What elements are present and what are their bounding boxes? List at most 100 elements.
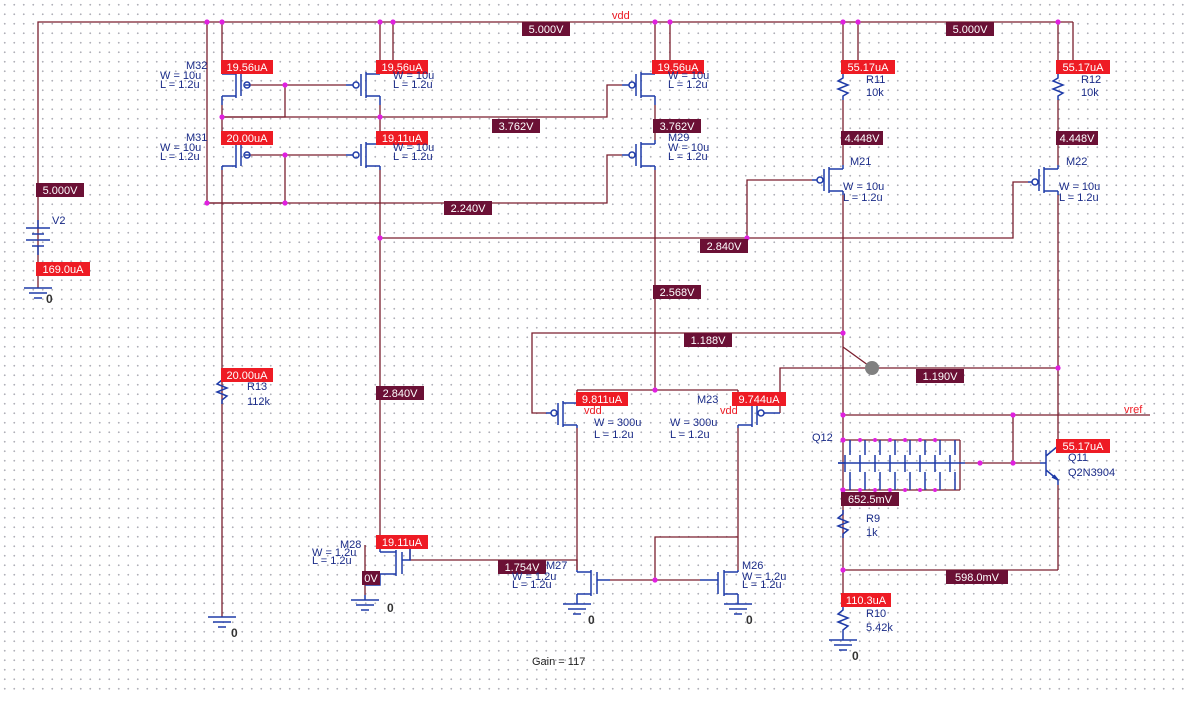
nmos-m27[interactable] [576, 570, 610, 604]
voltage-label: 2.840V [707, 241, 743, 253]
resistor-value: 10k [866, 87, 884, 99]
device-width: W = 10u [668, 70, 709, 82]
ground-label: 0 [588, 613, 595, 627]
pmos-m22[interactable] [1028, 165, 1059, 195]
pmos-top-2[interactable] [346, 60, 381, 105]
current-label: 20.00uA [227, 133, 269, 145]
device-length: L = 1.2u [393, 151, 433, 163]
device-name: M31 [186, 132, 207, 144]
resistor-r12[interactable] [1050, 74, 1066, 100]
current-label: 20.00uA [227, 370, 269, 382]
device-length: L = 1.2u [512, 579, 552, 591]
device-name: M21 [850, 156, 871, 168]
resistor-name: R13 [247, 381, 267, 393]
bjt-name: Q12 [812, 432, 833, 444]
ground-label: 0 [231, 626, 238, 640]
voltage-label: 2.568V [660, 287, 696, 299]
wires [37, 21, 1150, 617]
device-width: W = 300u [594, 417, 641, 429]
pmos-mid-2[interactable] [346, 140, 381, 170]
bjt-q11[interactable] [1040, 440, 1059, 485]
voltage-label: 5.000V [953, 24, 989, 36]
ground-labels: 0 0 0 0 0 0 [46, 292, 859, 663]
current-label: 19.11uA [382, 537, 423, 549]
net-label-vref: vref [1124, 404, 1143, 416]
net-label-vdd: vdd [720, 405, 738, 417]
node-dots [204, 19, 1061, 583]
resistor-value: 1k [866, 527, 878, 539]
device-length: L = 1.2u [594, 429, 634, 441]
bjt-array-q12[interactable] [838, 440, 965, 490]
device-name: M32 [186, 60, 207, 72]
device-width: W = 10u [1059, 181, 1100, 193]
device-name: M22 [1066, 156, 1087, 168]
current-label: 9.744uA [739, 394, 781, 406]
voltage-label: 2.240V [451, 203, 487, 215]
voltage-label: 1.754V [505, 562, 541, 574]
resistor-r11[interactable] [835, 74, 851, 100]
resistor-name: R12 [1081, 74, 1101, 86]
device-name: M28 [340, 539, 361, 551]
voltage-label: 5.000V [43, 185, 79, 197]
device-width: W = 10u [393, 142, 434, 154]
device-length: L = 1.2u [393, 79, 433, 91]
pmos-top-3[interactable] [622, 60, 656, 105]
device-length: L = 1.2u [742, 579, 782, 591]
ground-label: 0 [746, 613, 753, 627]
pmos-m29[interactable] [622, 140, 656, 170]
current-label: 9.811uA [582, 394, 623, 406]
voltage-labels: 5.000V 5.000V 5.000V 3.762V 3.762V 2.240… [36, 22, 1098, 585]
device-width: W = 1.2u [742, 571, 786, 583]
current-label: 19.11uA [382, 133, 423, 145]
current-label: 55.17uA [848, 62, 890, 74]
current-label: 55.17uA [1063, 441, 1105, 453]
ground-label: 0 [387, 601, 394, 615]
voltage-label: 1.190V [923, 371, 959, 383]
resistor-value: 5.42k [866, 622, 893, 634]
device-width: W = 1.2u [312, 547, 356, 559]
voltage-label: 5.000V [529, 24, 565, 36]
nmos-m26[interactable] [700, 570, 739, 604]
ground-label: 0 [46, 292, 53, 306]
voltage-label: 1.188V [691, 335, 727, 347]
current-label: 19.56uA [227, 62, 269, 74]
bjt-model: Q2N3904 [1068, 467, 1115, 479]
bjt-name: Q11 [1068, 452, 1088, 464]
resistor-value: 10k [1081, 87, 1099, 99]
voltage-label: 3.762V [660, 121, 696, 133]
pmos-m21[interactable] [812, 165, 844, 195]
device-width: W = 10u [668, 142, 709, 154]
device-width: W = 10u [843, 181, 884, 193]
device-length: L = 1.2u [668, 79, 708, 91]
current-label: 19.56uA [658, 62, 700, 74]
voltage-label: 3.762V [499, 121, 535, 133]
resistor-r10[interactable] [835, 605, 851, 640]
pmos-left-diffpair[interactable] [546, 400, 578, 428]
device-name: M27 [546, 560, 567, 572]
device-length: L = 1.2u [1059, 192, 1099, 204]
voltage-source-v2[interactable] [26, 220, 50, 255]
net-labels: vdd vref vdd vdd [584, 10, 1143, 417]
voltage-label: 652.5mV [848, 494, 893, 506]
current-label: 110.3uA [846, 595, 887, 607]
source-name: V2 [52, 215, 65, 227]
ground-icons [24, 287, 857, 651]
resistor-value: 112k [247, 396, 271, 408]
device-width: W = 10u [160, 142, 201, 154]
device-length: L = 1.2u [843, 192, 883, 204]
current-label: 55.17uA [1063, 62, 1105, 74]
device-length: L = 1.2u [160, 151, 200, 163]
device-name: M23 [697, 394, 718, 406]
resistor-name: R11 [866, 74, 885, 86]
current-label: 19.56uA [382, 62, 424, 74]
resistor-r9[interactable] [835, 510, 851, 538]
device-labels: M32 W = 10u L = 1.2u W = 10u L = 1.2u W … [52, 60, 1115, 634]
device-width: W = 10u [160, 70, 201, 82]
device-width: W = 10u [393, 70, 434, 82]
device-width: W = 1.2u [512, 571, 556, 583]
resistor-name: R10 [866, 608, 886, 620]
voltage-probe-icon[interactable] [865, 361, 879, 375]
net-label-vdd: vdd [584, 405, 602, 417]
voltage-label: 2.840V [383, 388, 419, 400]
